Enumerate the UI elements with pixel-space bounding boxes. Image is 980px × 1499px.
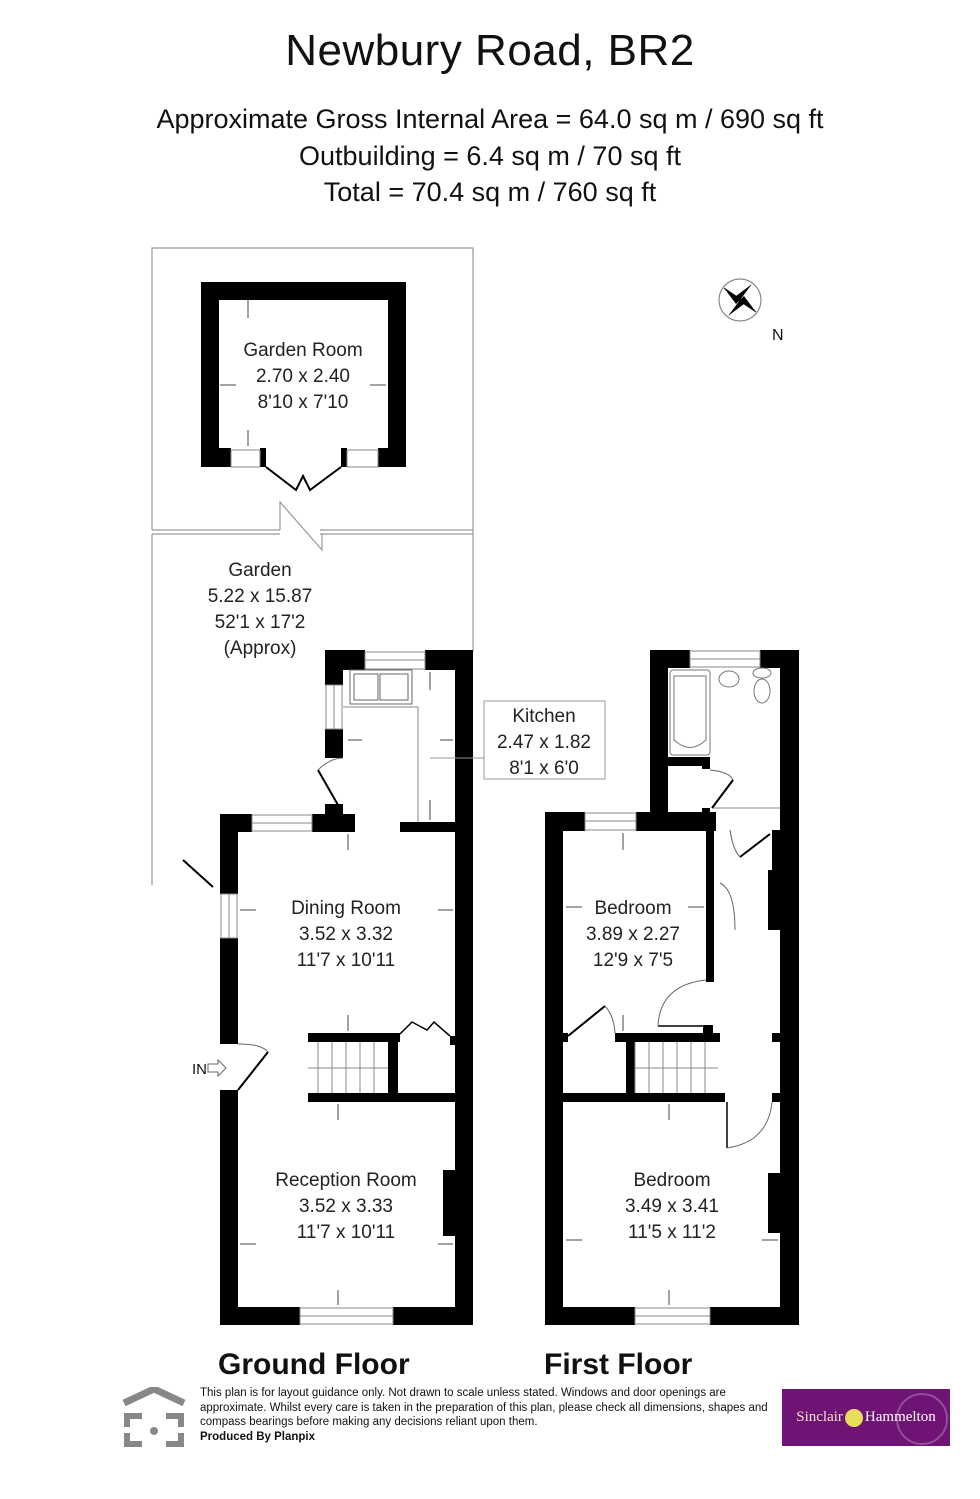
compass-rose-icon [718,278,762,322]
disclaimer-text: This plan is for layout guidance only. N… [200,1386,780,1444]
bedroom-1-name: Bedroom [594,898,671,919]
bedroom-2-name: Bedroom [633,1170,710,1191]
kitchen-imperial: 8'1 x 6'0 [509,758,579,779]
garden-room-walls [201,282,406,492]
garden-metric: 5.22 x 15.87 [208,586,313,607]
ground-floor-doors [182,757,451,1091]
logo-text-right: Hammelton [864,1409,936,1425]
logo-text-left: Sinclair [796,1409,843,1425]
total-area: Total = 70.4 sq m / 760 sq ft [323,177,657,207]
kitchen-name: Kitchen [512,706,575,727]
garden-approx-note: (Approx) [224,638,297,659]
disclaimer-body: This plan is for layout guidance only. N… [200,1387,768,1428]
logo-house-badge-icon [844,1408,863,1427]
ground-floor-label: Ground Floor [218,1348,410,1381]
dining-room-name: Dining Room [291,898,401,919]
bedroom-2-metric: 3.49 x 3.41 [625,1196,719,1217]
garden-name: Garden [228,560,291,581]
logo-house-ring-icon [896,1393,948,1445]
reception-room-metric: 3.52 x 3.33 [299,1196,393,1217]
kitchen-callout [430,700,606,780]
plan-title: Newbury Road, BR2 [285,26,695,75]
dining-room-imperial: 11'7 x 10'11 [297,950,395,971]
garden-room-imperial: 8'10 x 7'10 [258,392,349,413]
first-floor-label: First Floor [544,1348,693,1381]
bedroom-1-imperial: 12'9 x 7'5 [593,950,673,971]
reception-room-imperial: 11'7 x 10'11 [297,1222,395,1243]
outbuilding-area: Outbuilding = 6.4 sq m / 70 sq ft [299,141,681,171]
bedroom-1-metric: 3.89 x 2.27 [586,924,680,945]
agent-logo: Sinclair Hammelton [782,1389,950,1446]
planpix-logo-icon [122,1387,186,1447]
ground-floor-windows [220,651,426,1325]
garden-boundary [151,247,474,885]
garden-room-name: Garden Room [243,340,362,361]
dimension-arrows [220,300,778,1305]
entrance-label: IN [192,1061,207,1078]
garden-imperial: 52'1 x 17'2 [215,612,306,633]
reception-room-name: Reception Room [275,1170,417,1191]
gross-internal-area: Approximate Gross Internal Area = 64.0 s… [156,104,824,134]
compass-north-label: N [772,327,784,344]
ground-floor-walls [220,650,473,1325]
produced-by-credit: Produced By Planpix [200,1430,316,1443]
garden-room-metric: 2.70 x 2.40 [256,366,350,387]
kitchen-metric: 2.47 x 1.82 [497,732,591,753]
first-floor-walls [545,650,799,1325]
dining-room-metric: 3.52 x 3.32 [299,924,393,945]
first-floor-doors [567,769,773,1149]
entrance-arrow-icon [207,1058,227,1078]
first-floor-windows [584,650,780,1325]
bedroom-2-imperial: 11'5 x 11'2 [628,1222,716,1243]
